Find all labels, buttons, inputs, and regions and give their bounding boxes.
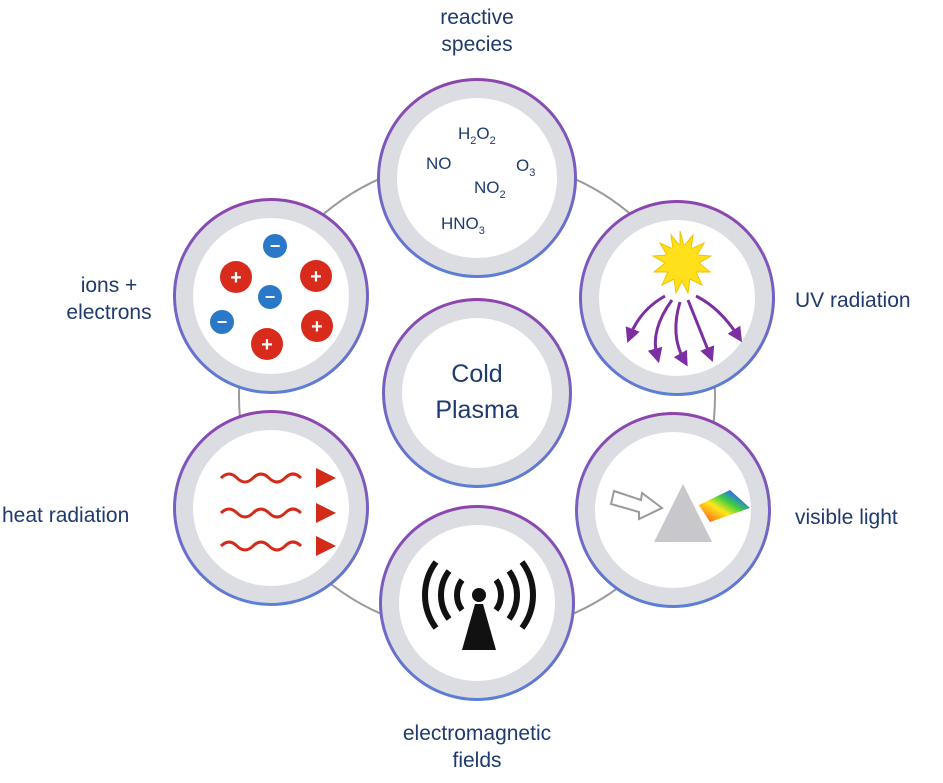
positive-ion: + (300, 260, 332, 292)
visible-light-node (575, 412, 771, 608)
svg-text:−: − (270, 236, 281, 256)
antenna-icon (422, 560, 536, 650)
molecule-no2: NO2 (474, 178, 506, 201)
heat-waves-icon (219, 472, 303, 552)
molecule-no: NO (426, 154, 452, 173)
molecule-o3: O3 (516, 156, 535, 179)
electromagnetic-fields-node (379, 505, 575, 701)
electromagnetic-fields-label: electromagnetic fields (367, 720, 587, 774)
svg-text:−: − (217, 312, 228, 332)
molecule-list: H2O2 NO O3 NO2 HNO3 (426, 124, 535, 237)
reactive-species-label: reactive species (397, 4, 557, 58)
svg-text:+: + (230, 267, 242, 289)
heat-arrowhead (316, 503, 336, 523)
center-node (382, 298, 572, 488)
reactive-species-label-line1: reactive (440, 6, 514, 29)
svg-text:+: + (310, 266, 322, 288)
charges-icon: − + + − − + + (210, 234, 333, 360)
electromagnetic-fields-label-line1: electromagnetic (402, 722, 552, 745)
electron: − (210, 310, 234, 334)
positive-ion: + (220, 261, 252, 293)
svg-text:+: + (261, 334, 273, 356)
heat-radiation-node (173, 410, 369, 606)
prism-icon (609, 484, 750, 542)
visible-light-label: visible light (795, 506, 898, 529)
heat-radiation-label: heat radiation (2, 504, 130, 527)
uv-radiation-label: UV radiation (795, 289, 911, 312)
reactive-species-label-line2: species (441, 33, 513, 56)
ions-electrons-label: ions + electrons (46, 272, 172, 326)
molecule-hno3: HNO3 (441, 214, 485, 237)
ions-electrons-label-line1: ions + (80, 274, 138, 297)
molecule-h2o2: H2O2 (458, 124, 496, 147)
uv-arrows-icon (625, 294, 743, 367)
center-label-line2: Plasma (435, 396, 519, 424)
ions-electrons-label-line2: electrons (66, 301, 152, 324)
positive-ion: + (251, 328, 283, 360)
center-label-line1: Cold (451, 360, 503, 388)
sun-icon (651, 230, 713, 295)
electron: − (258, 285, 282, 309)
positive-ion: + (301, 310, 333, 342)
ions-electrons-node: − + + − − + + (173, 198, 369, 394)
uv-radiation-node (579, 200, 775, 396)
heat-arrowhead (316, 536, 336, 556)
center-label: Cold Plasma (417, 356, 537, 428)
heat-arrowhead (316, 468, 336, 488)
reactive-species-node: H2O2 NO O3 NO2 HNO3 (377, 78, 577, 278)
electron: − (263, 234, 287, 258)
svg-text:+: + (311, 316, 323, 338)
electromagnetic-fields-label-line2: fields (452, 749, 502, 772)
svg-text:−: − (265, 287, 276, 307)
